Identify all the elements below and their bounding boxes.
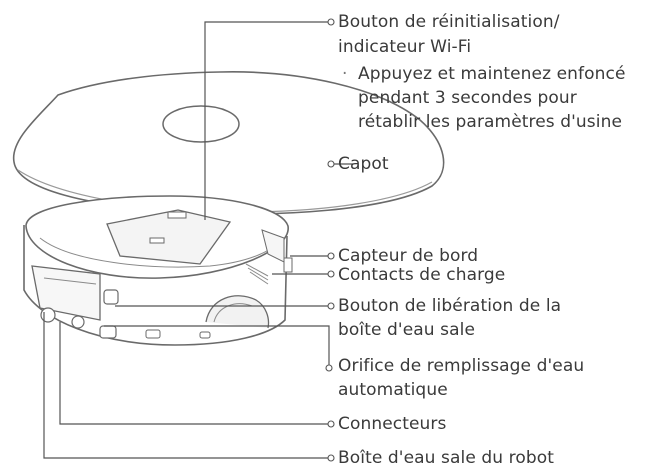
lid-drawing <box>12 71 445 215</box>
dirty-water-box-label: Boîte d'eau sale du robot <box>338 448 555 467</box>
reset-note-text: Appuyez et maintenez enfoncé <box>358 64 626 84</box>
auto-fill-port-label-line2: automatique <box>338 380 448 400</box>
reset-note-line2: pendant 3 secondes pour <box>358 88 577 108</box>
connectors-label: Connecteurs <box>338 414 447 434</box>
auto-fill-port-label-line1: Orifice de remplissage d'eau <box>338 356 585 376</box>
bullet-icon: · <box>342 64 348 84</box>
leader-lines <box>43 21 353 459</box>
reset-note-line1: · Appuyez et maintenez enfoncé <box>342 62 626 86</box>
reset-note-line3: rétablir les paramètres d'usine <box>358 112 623 132</box>
robot-body-drawing <box>23 195 293 346</box>
release-button-label-line2: boîte d'eau sale <box>338 320 476 340</box>
wifi-indicator-label: indicateur Wi-Fi <box>338 37 472 57</box>
edge-sensor-label: Capteur de bord <box>338 246 479 266</box>
capot-label: Capot <box>338 154 389 174</box>
charge-contacts-label: Contacts de charge <box>338 265 506 285</box>
leader-endpoints <box>325 18 335 462</box>
reset-button-label: Bouton de réinitialisation/ <box>338 12 560 32</box>
release-button-label-line1: Bouton de libération de la <box>338 296 562 316</box>
